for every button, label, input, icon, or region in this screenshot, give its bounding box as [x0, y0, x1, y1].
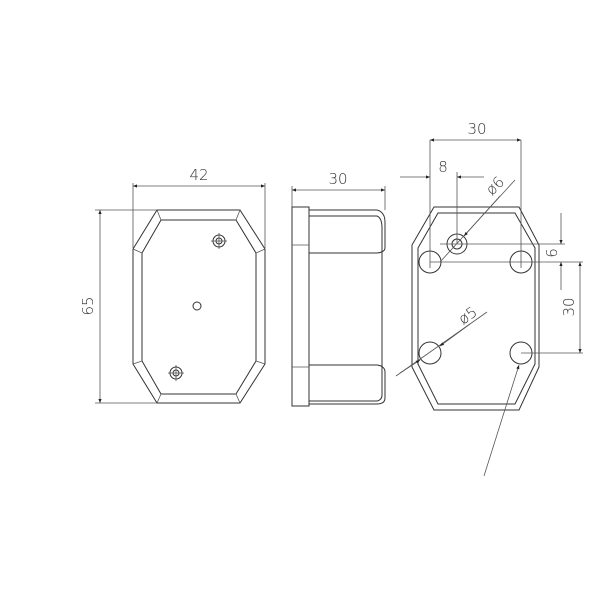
- dimension-vertical-offset: 6: [543, 248, 561, 258]
- dimension-center-hole-diameter: ø6: [482, 173, 508, 199]
- dimension-offset: 8: [438, 158, 448, 176]
- mount-hole-icon: [418, 341, 442, 365]
- side-view: 30: [291, 170, 386, 407]
- rear-view: 30 8 ø6 6 30 ø5: [395, 120, 583, 477]
- dimension-depth: 30: [328, 170, 347, 188]
- center-hole-icon: [192, 301, 202, 311]
- dimension-mount-hole-diameter: ø5: [455, 303, 481, 328]
- screw-icon: [168, 365, 184, 381]
- dimension-width: 42: [189, 166, 208, 184]
- front-view: 42 65: [79, 166, 266, 404]
- dimension-height: 65: [79, 296, 97, 315]
- screw-icon: [211, 233, 227, 249]
- dimension-hole-spacing-horizontal: 30: [467, 120, 486, 138]
- dimension-hole-spacing-vertical: 30: [560, 297, 578, 316]
